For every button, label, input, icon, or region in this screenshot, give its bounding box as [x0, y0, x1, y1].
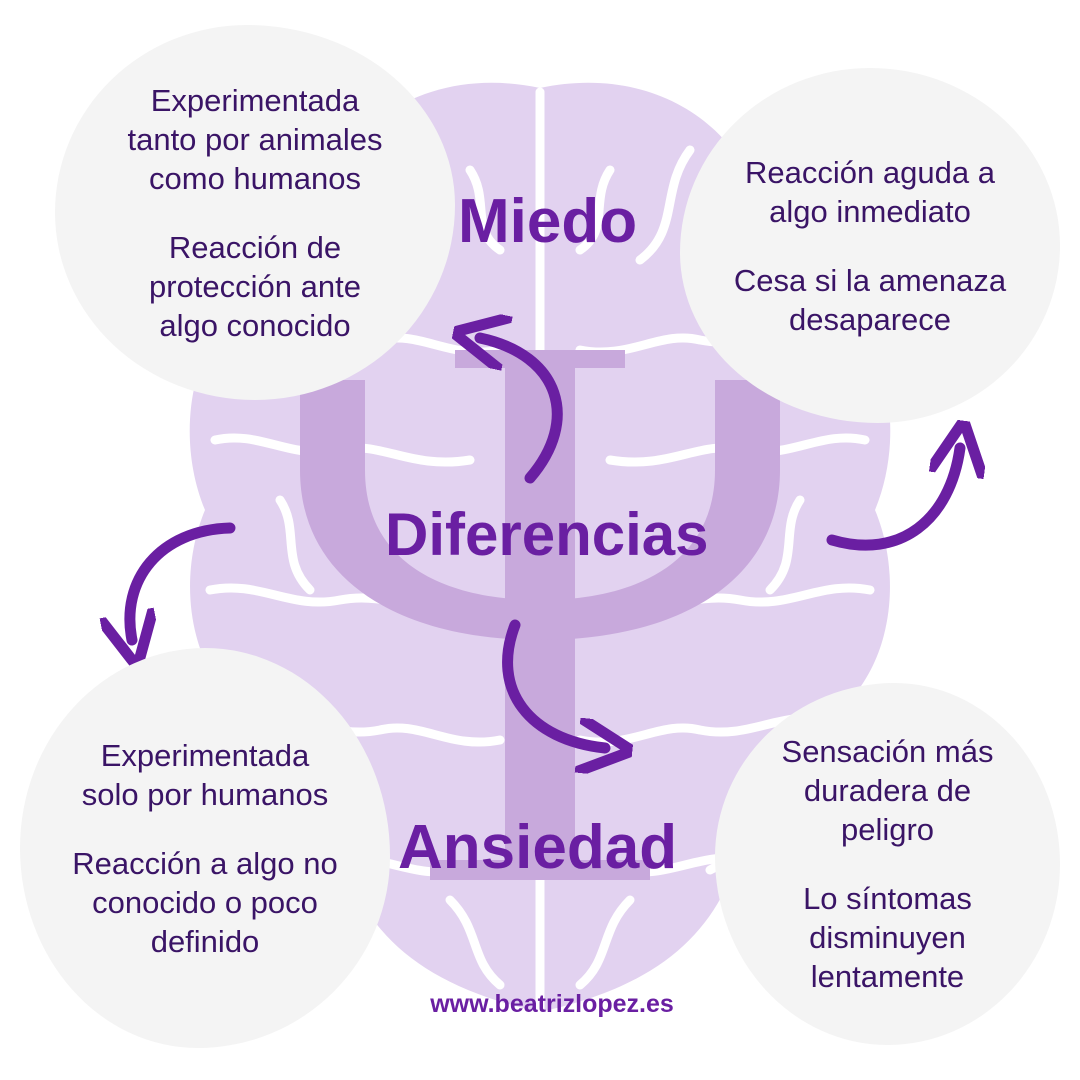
- curved-arrow-icon: [480, 338, 563, 484]
- diferencias-title: Diferencias: [385, 501, 709, 568]
- bubble-line: duradera de: [803, 773, 972, 808]
- bubble-line: Cesa si la amenaza: [733, 262, 1007, 298]
- bubble-line: Experimentada: [150, 82, 360, 118]
- bubble-line: Experimentada: [100, 737, 310, 773]
- bubble-line: algo conocido: [159, 307, 351, 343]
- miedo-right-bubble: Reacción aguda a algo inmediato Cesa si …: [680, 68, 1060, 423]
- curved-arrow-icon: [130, 522, 236, 640]
- bubble-line: disminuyen: [809, 920, 966, 955]
- bubble-line: desaparece: [788, 301, 951, 337]
- bubble-line: Lo síntomas: [803, 881, 972, 916]
- bubble-line: Reacción a algo no: [72, 845, 338, 881]
- ansiedad-left-bubble: Experimentada solo por humanos Reacción …: [20, 648, 390, 1048]
- bubble-line: lentamente: [810, 959, 965, 994]
- bubble-line: algo inmediato: [769, 193, 971, 229]
- website-link[interactable]: www.beatrizlopez.es: [430, 990, 674, 1018]
- miedo-title: Miedo: [458, 187, 638, 256]
- bubble-line: protección ante: [149, 268, 361, 304]
- bubble-line: conocido o poco: [92, 884, 318, 920]
- bubble-line: tanto por animales: [127, 121, 383, 157]
- ansiedad-title: Ansiedad: [398, 813, 678, 882]
- bubble-line: Sensación más: [781, 734, 994, 769]
- bubble-line: Reacción de: [168, 229, 342, 265]
- bubble-line: peligro: [840, 812, 935, 847]
- ansiedad-right-bubble: Sensación más duradera de peligro Lo sín…: [715, 683, 1060, 1045]
- miedo-left-bubble: Experimentada tanto por animales como hu…: [55, 25, 455, 400]
- curved-arrow-icon: [502, 619, 605, 748]
- bubble-line: definido: [150, 923, 260, 959]
- bubble-line: como humanos: [149, 160, 361, 196]
- bubble-line: solo por humanos: [81, 776, 329, 812]
- bubble-line: Reacción aguda a: [745, 154, 995, 190]
- curved-arrow-icon: [826, 448, 960, 551]
